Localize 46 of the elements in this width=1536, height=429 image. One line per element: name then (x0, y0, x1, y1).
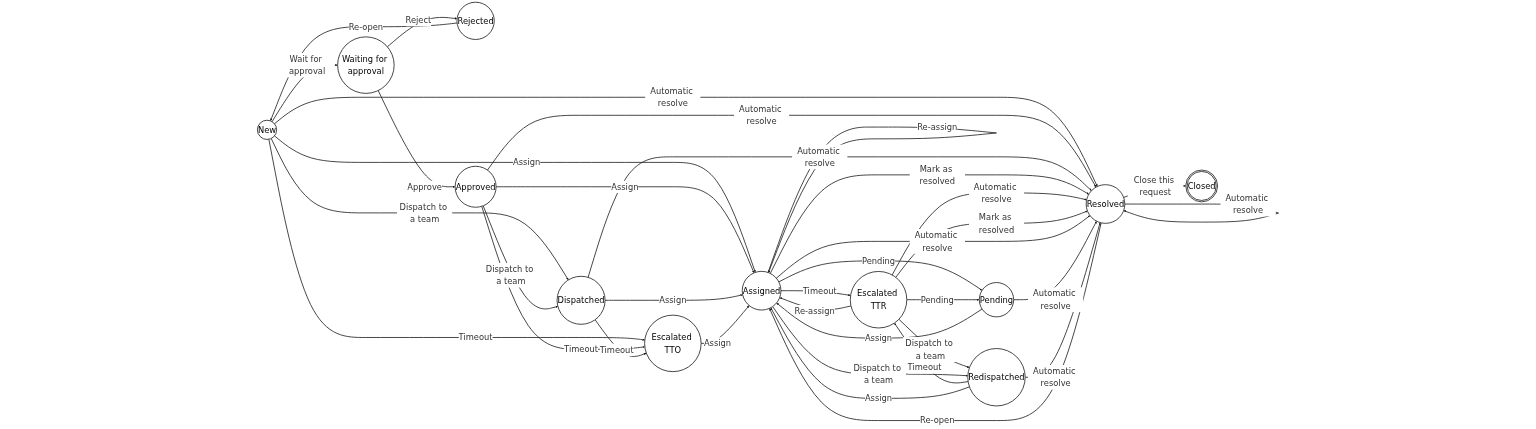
edge-label: Automatic resolve (797, 145, 840, 168)
edge-label: Assign (864, 333, 893, 343)
edge-label: Pending (861, 256, 896, 266)
edge-label: Dispatch to a team (399, 201, 448, 224)
edge-label: Pending (920, 294, 954, 305)
edge-label: Assign (703, 338, 732, 349)
node-circle: Escalated TTR (849, 271, 908, 329)
edge-label: Assign (864, 393, 893, 404)
edge-label: Close this request (1133, 174, 1175, 198)
edge-label: Dispatch to a team (485, 264, 534, 287)
edge-label: Timeout (564, 344, 599, 355)
edge-label: Timeout (599, 344, 634, 355)
edge-label: Wait for approval (288, 54, 326, 77)
node-circle: Dispatched (556, 275, 606, 325)
edge-label: Re-assign (794, 306, 835, 316)
edge-label: Mark as resolved (978, 212, 1015, 235)
edge-label: Automatic resolve (914, 230, 958, 253)
edge-label: Assign (611, 181, 639, 192)
edge-label: Re-assign (917, 122, 958, 132)
edge-label: Reject (405, 15, 432, 26)
edge-label: Approve (407, 181, 442, 192)
edge-label: Re-open (920, 415, 955, 426)
node-circle: Rejected (456, 1, 495, 40)
edge-label: Mark as resolved (919, 163, 955, 186)
node-circle: Approved (454, 165, 497, 208)
edge-label: Assign (512, 157, 541, 168)
node-circle: Pending (978, 282, 1015, 318)
edge-label: Automatic resolve (973, 181, 1017, 204)
edge-label: Assign (659, 295, 687, 306)
node-circle: Waiting for approval (337, 36, 395, 94)
edge-label: Dispatch to a team (853, 363, 901, 386)
edge-label: Automatic resolve (650, 86, 693, 109)
edge-label: Automatic resolve (738, 104, 782, 127)
node-circle: New (257, 119, 278, 140)
edge-label: Automatic resolve (1033, 366, 1076, 389)
edge-label: Timeout (458, 332, 493, 343)
edge-label: Re-open (348, 21, 384, 32)
edge-label: Automatic resolve (1225, 192, 1269, 216)
node-circle: Resolved (1085, 184, 1126, 224)
edge-label: Timeout (802, 285, 837, 296)
edge-label: Automatic resolve (1033, 288, 1076, 311)
edge-label: Timeout (907, 362, 942, 373)
node-circle: Assigned (741, 270, 782, 311)
edge-label: Dispatch to a team (905, 338, 953, 361)
node-circle: Redispatched (967, 348, 1026, 407)
node-circle: Escalated TTO (644, 314, 702, 373)
